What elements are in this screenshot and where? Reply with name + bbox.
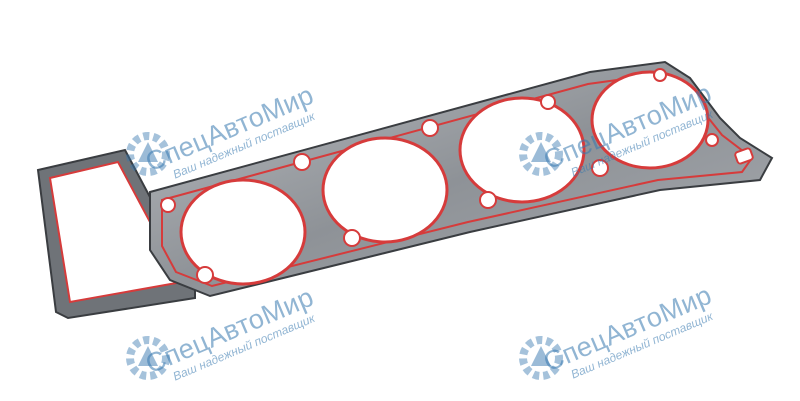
cylinder-bore-4	[590, 70, 710, 170]
gear-logo-icon	[519, 132, 563, 176]
cylinder-bore-2	[321, 136, 449, 244]
gasket-holes	[160, 68, 754, 284]
cylinder-bore-1	[179, 178, 307, 286]
gasket-left-frame	[36, 148, 196, 320]
gear-logo-icon	[126, 132, 170, 176]
cylinder-bores	[179, 70, 710, 286]
cylinder-bore-3	[458, 96, 586, 204]
gear-logo-icon	[519, 336, 563, 380]
gear-logo-icon	[126, 336, 170, 380]
